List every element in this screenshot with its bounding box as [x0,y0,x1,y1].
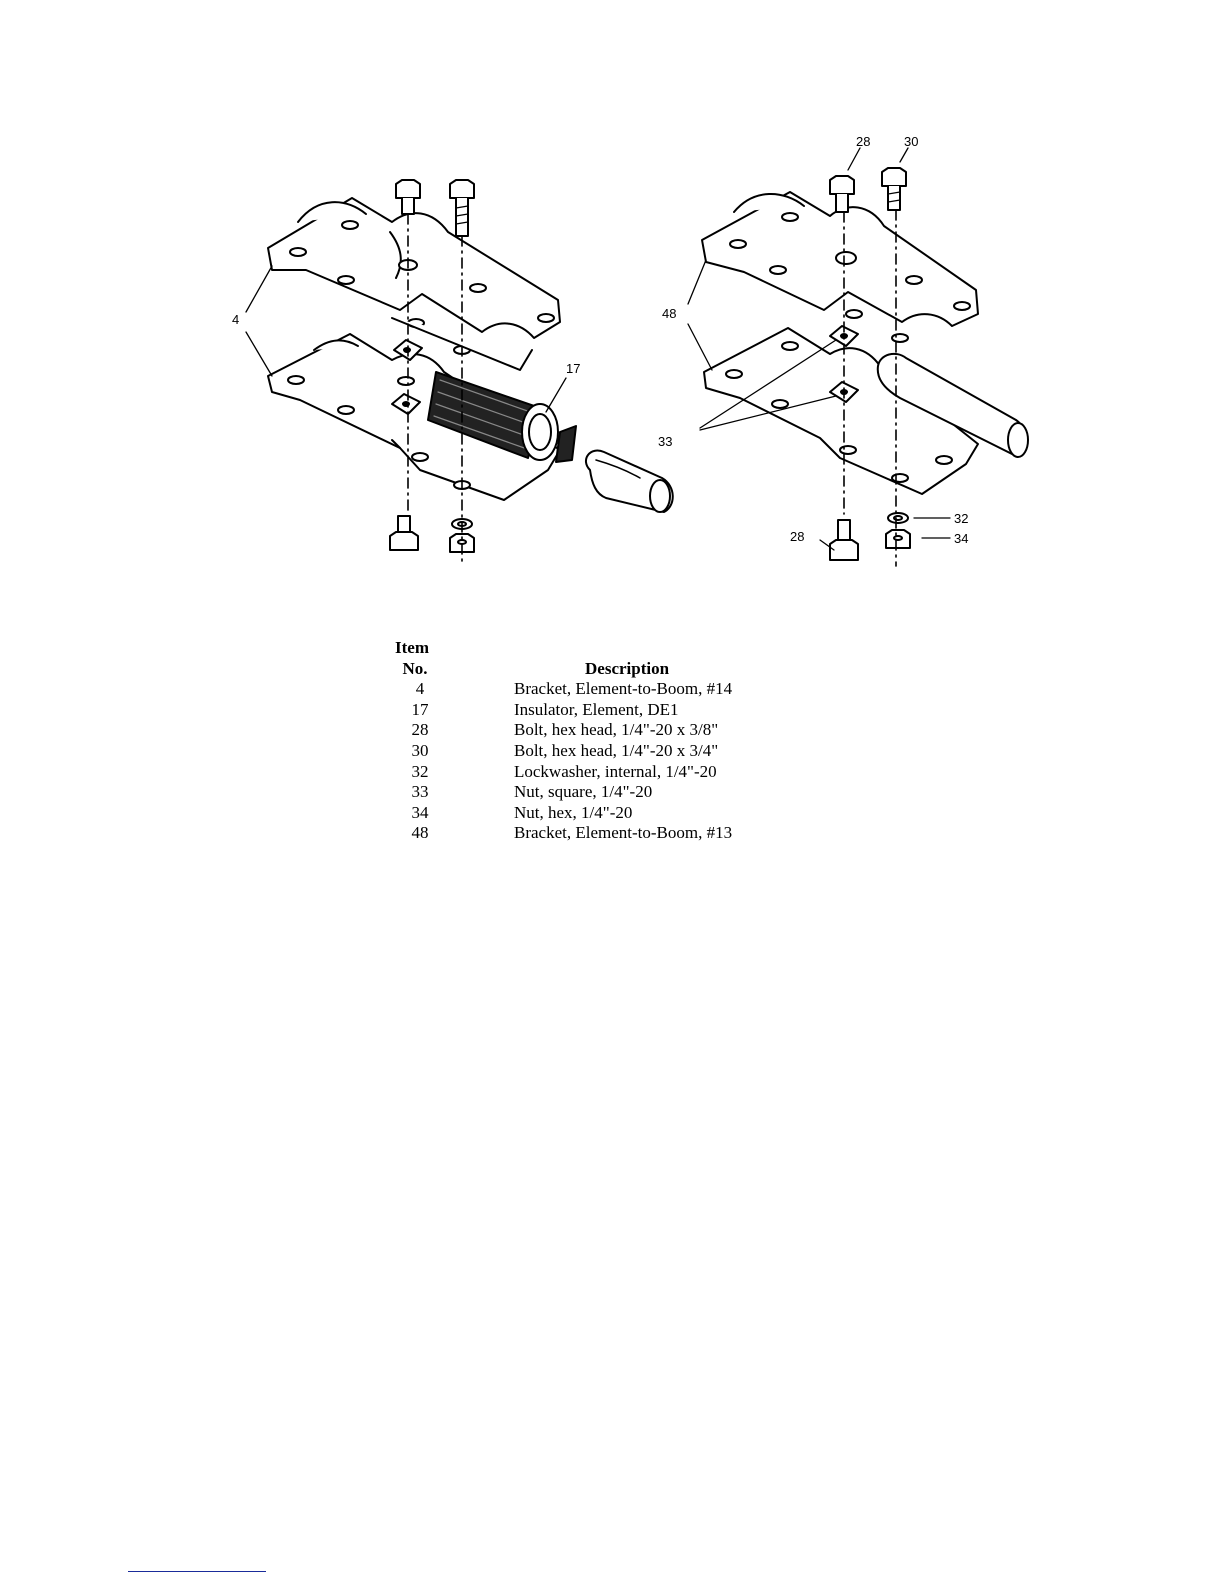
table-row: 17 Insulator, Element, DE1 [395,700,732,721]
right-upper-bracket [702,192,978,342]
right-bottom-hardware [830,513,910,560]
item-no: 33 [395,782,445,803]
callout-33: 33 [658,434,672,449]
item-description: Nut, hex, 1/4"-20 [445,803,632,824]
callout-4: 4 [232,312,239,327]
right-assembly [688,148,1028,566]
item-description: Nut, square, 1/4"-20 [445,782,652,803]
callout-17: 17 [566,361,580,376]
callout-28-top: 28 [856,134,870,149]
parts-list-table: Item No. Description 4 Bracket, Element-… [395,638,732,844]
item-no: 17 [395,700,445,721]
left-element-tube [586,451,673,512]
callout-30: 30 [904,134,918,149]
item-description: Bracket, Element-to-Boom, #14 [445,679,732,700]
callout-32: 32 [954,511,968,526]
exploded-assembly-diagram: 4 17 28 30 48 33 32 34 28 [0,0,1225,600]
table-row: 33 Nut, square, 1/4"-20 [395,782,732,803]
item-no: 30 [395,741,445,762]
table-row: 34 Nut, hex, 1/4"-20 [395,803,732,824]
header-row: No. Description [395,659,732,680]
item-description: Lockwasher, internal, 1/4"-20 [445,762,717,783]
item-no: 34 [395,803,445,824]
table-row: 28 Bolt, hex head, 1/4"-20 x 3/8" [395,720,732,741]
item-description: Bolt, hex head, 1/4"-20 x 3/8" [445,720,718,741]
item-no: 32 [395,762,445,783]
left-assembly [246,180,673,566]
header-description: Description [435,659,669,680]
right-top-bolts [830,168,906,212]
callout-28-bottom: 28 [790,529,804,544]
item-description: Insulator, Element, DE1 [445,700,679,721]
item-no: 28 [395,720,445,741]
item-description: Bracket, Element-to-Boom, #13 [445,823,732,844]
header-item: Item [395,638,435,659]
item-no: 48 [395,823,445,844]
callout-48: 48 [662,306,676,321]
table-row: 32 Lockwasher, internal, 1/4"-20 [395,762,732,783]
item-no: 4 [395,679,445,700]
footnote-separator [128,1571,266,1572]
table-row: 48 Bracket, Element-to-Boom, #13 [395,823,732,844]
table-row: 4 Bracket, Element-to-Boom, #14 [395,679,732,700]
item-description: Bolt, hex head, 1/4"-20 x 3/4" [445,741,718,762]
table-row: 30 Bolt, hex head, 1/4"-20 x 3/4" [395,741,732,762]
header-no: No. [395,659,435,680]
callout-34: 34 [954,531,968,546]
